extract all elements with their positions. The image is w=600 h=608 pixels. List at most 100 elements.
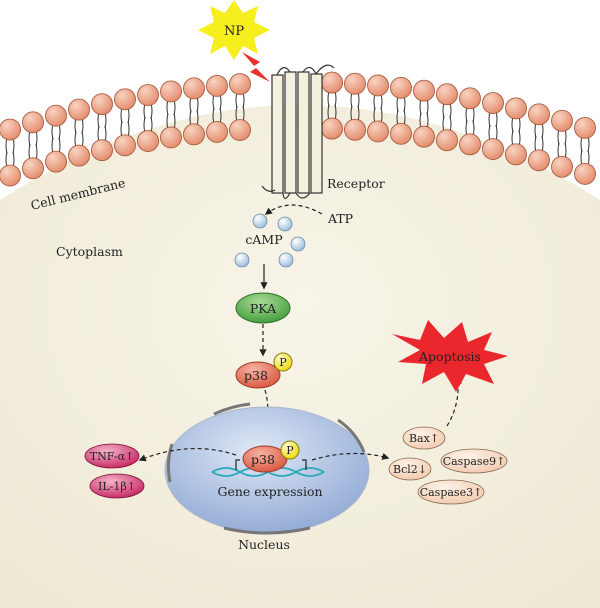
nuclear-envelope-pore — [166, 443, 174, 483]
apoptosis-label: Apoptosis — [418, 349, 481, 364]
p38-label: p38 — [244, 368, 268, 383]
camp-dot — [277, 216, 293, 232]
nuclear-envelope-pore — [337, 418, 366, 453]
lipid-head — [160, 80, 182, 103]
receptor-helix — [310, 73, 323, 194]
lipid-head — [413, 125, 435, 148]
atp-label: ATP — [327, 211, 353, 226]
lipid-head — [551, 109, 573, 132]
pka-node — [235, 292, 291, 324]
receptor-helix — [271, 74, 284, 194]
bcl2-node — [388, 457, 432, 481]
receptor-loop — [276, 64, 335, 76]
camp-dot — [252, 213, 268, 229]
transcription-bracket — [235, 459, 307, 470]
lipid-head — [114, 134, 136, 157]
phospho-label: P — [279, 356, 287, 369]
camp-dot — [278, 252, 294, 268]
lipid-head — [91, 139, 113, 162]
phospho-nuclear-badge — [280, 440, 300, 460]
bax-label: Bax↑ — [409, 432, 439, 445]
lipid-head — [482, 138, 504, 160]
gene-expression-label: Gene expression — [217, 484, 322, 499]
lipid-head — [0, 164, 21, 187]
lipid-bilayer — [0, 71, 596, 187]
tnf-alpha-label: TNF-α↑ — [90, 450, 134, 463]
cytoplasm-label: Cytoplasm — [56, 244, 123, 259]
lipid-head — [183, 77, 205, 100]
bax-node — [402, 426, 446, 450]
lipid-head — [206, 74, 228, 97]
lipid-head — [68, 98, 90, 121]
lipid-head — [91, 93, 113, 116]
lipid-head — [68, 144, 90, 167]
caspase3-node — [417, 479, 485, 505]
p38-node — [235, 361, 281, 389]
lipid-head — [45, 104, 67, 127]
camp-dot — [290, 236, 306, 252]
lipid-head — [183, 123, 205, 146]
lipid-head — [229, 119, 251, 141]
caspase3-label: Caspase3↑ — [420, 486, 483, 499]
lipid-head — [22, 111, 44, 134]
lipid-head — [436, 129, 458, 152]
nucleus-to-apoptotic-arrow — [311, 452, 390, 461]
lipid-head — [390, 122, 412, 145]
lipid-head — [459, 87, 481, 110]
lipid-head — [413, 79, 435, 102]
caspase9-node — [440, 448, 508, 474]
apoptosis-burst-icon — [392, 320, 508, 392]
caspase9-label: Caspase9↑ — [443, 455, 506, 468]
camp-molecules — [234, 213, 306, 268]
lipid-head — [45, 150, 67, 173]
lightning-icon — [242, 52, 270, 82]
lipid-head — [574, 162, 596, 185]
p38-nuclear-label: p38 — [251, 452, 275, 467]
camp-label: cAMP — [245, 232, 282, 247]
il1b-label: IL-1β↑ — [98, 480, 136, 493]
camp-dot — [234, 252, 250, 268]
np-star-icon — [198, 0, 270, 60]
lipid-head — [0, 118, 21, 141]
bcl2-label: Bcl2↓ — [393, 463, 427, 476]
lipid-head — [505, 97, 527, 120]
receptor-tail — [261, 185, 311, 200]
lipid-head — [137, 130, 159, 153]
receptor-helix — [284, 71, 297, 194]
tnf-alpha-node — [84, 443, 140, 469]
lipid-head — [114, 88, 136, 111]
lipid-head — [137, 84, 159, 107]
lipid-head — [22, 157, 44, 180]
receptor — [261, 64, 335, 200]
lipid-head — [160, 126, 182, 149]
pka-label: PKA — [250, 301, 277, 316]
lipid-head — [390, 76, 412, 99]
nuclear-envelope-pore — [223, 526, 311, 535]
lipid-head — [206, 120, 228, 143]
lipid-head — [344, 118, 366, 141]
lipid-head — [574, 116, 596, 139]
phospho-badge — [273, 352, 293, 372]
receptor-label: Receptor — [327, 176, 385, 191]
lipid-head — [459, 133, 481, 156]
lipid-head — [367, 120, 389, 143]
lipid-head — [367, 74, 389, 97]
lipid-head — [321, 71, 343, 94]
receptor-helix — [297, 71, 310, 194]
phospho-nuclear-label: P — [286, 444, 294, 457]
lipid-head — [321, 117, 343, 140]
il1b-node — [89, 473, 145, 499]
lipid-head — [551, 155, 573, 178]
nucleus-label: Nucleus — [238, 537, 290, 552]
lipid-head — [505, 143, 527, 166]
lipid-head — [436, 83, 458, 106]
lipid-head — [528, 149, 550, 172]
lipid-head — [344, 72, 366, 95]
nuclear-envelope-pore — [213, 402, 251, 416]
lipid-head — [482, 92, 504, 114]
nucleus-to-cytokine-arrow — [138, 447, 237, 462]
lipid-head — [528, 103, 550, 126]
lipid-head — [229, 73, 251, 95]
atp-to-camp-arrow — [264, 204, 323, 215]
np-label: NP — [224, 24, 244, 39]
